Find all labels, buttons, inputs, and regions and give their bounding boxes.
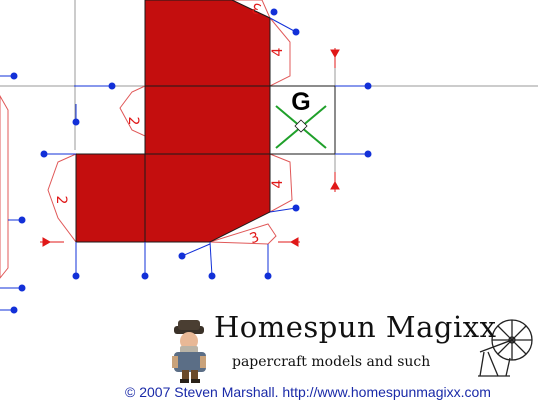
tab-label: 4 <box>270 179 286 188</box>
fold-dot <box>72 118 80 126</box>
panel-top <box>144 0 271 87</box>
fold-dot <box>10 306 18 314</box>
fold-dot <box>292 28 300 36</box>
arrow-head <box>330 49 340 59</box>
fold-dot <box>178 252 186 260</box>
fold-dot <box>18 284 26 292</box>
fold-dot <box>208 272 216 280</box>
fold-dot <box>108 82 116 90</box>
diamond-mark <box>294 119 308 133</box>
panel-g: G <box>269 85 336 155</box>
arrow-head <box>289 237 299 247</box>
arrow-head <box>42 237 52 247</box>
glue-tab-left-edge <box>0 94 9 279</box>
fold-dot <box>40 150 48 158</box>
fold-dot <box>264 272 272 280</box>
glue-tab-left-upper <box>119 85 146 137</box>
brand-tagline: papercraft models and such <box>232 354 431 370</box>
tab-label: 4 <box>270 47 286 56</box>
fold-dot <box>141 272 149 280</box>
tab-label: 2 <box>53 196 69 205</box>
fold-dot <box>292 204 300 212</box>
tab-label: 2 <box>125 117 141 126</box>
fold-dot <box>364 150 372 158</box>
fold-mark-stems <box>0 17 368 311</box>
tab-label: 3 <box>248 229 262 247</box>
fold-dot <box>364 82 372 90</box>
brand-title: Homespun Magixx <box>214 310 497 344</box>
glue-tab-bottom <box>209 223 277 245</box>
fold-dot <box>270 8 278 16</box>
panel-middle <box>144 85 271 155</box>
panel-letter: G <box>291 88 310 116</box>
fold-arrows <box>40 48 340 247</box>
mascot-figure <box>172 320 206 383</box>
red-panels <box>75 0 271 243</box>
fold-lines <box>76 153 146 242</box>
fold-mark-dots <box>10 8 372 314</box>
fold-dot <box>18 216 26 224</box>
fold-dot <box>10 72 18 80</box>
panel-left <box>75 153 146 243</box>
fold-dot <box>72 272 80 280</box>
spinning-wheel-icon <box>478 319 533 377</box>
arrow-head <box>330 180 340 190</box>
copyright-notice: © 2007 Steven Marshall. http://www.homes… <box>125 384 491 400</box>
